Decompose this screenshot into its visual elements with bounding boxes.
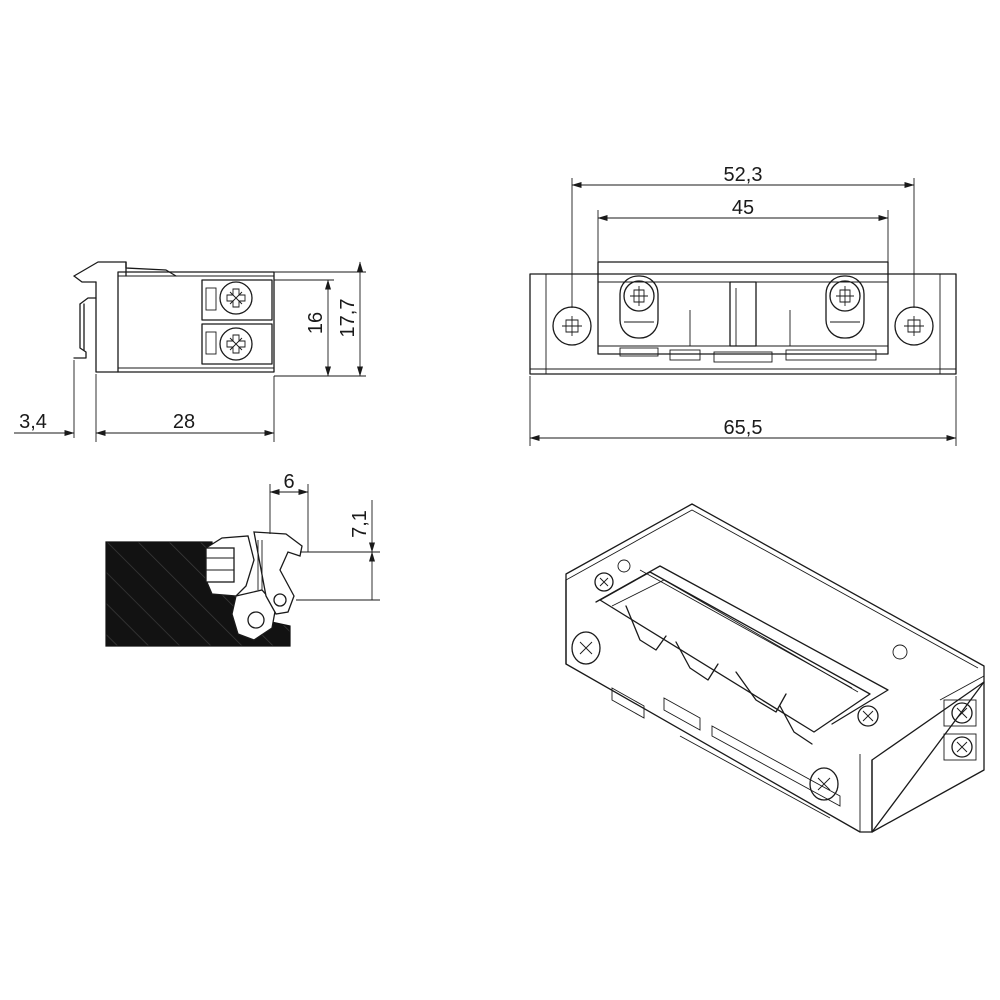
terminal-screw-icon (219, 281, 253, 315)
terminal-screw-icon (943, 733, 977, 761)
front-view (529, 178, 957, 446)
dim-side-inner-height: 16 (305, 312, 327, 334)
terminal-screw-icon (219, 327, 253, 361)
screw-icon (571, 631, 601, 665)
screw-icon (809, 767, 839, 801)
screw-icon (894, 306, 934, 346)
screw-icon (594, 572, 614, 592)
dim-section-height: 7,1 (349, 510, 371, 538)
dim-side-outer-height: 17,7 (337, 299, 359, 338)
screw-icon (552, 306, 592, 346)
dim-front-top-inner: 45 (732, 197, 754, 219)
screw-icon (619, 275, 659, 339)
dim-side-length: 28 (173, 411, 195, 433)
section-view (105, 484, 380, 647)
terminal-screw-icon (943, 699, 977, 727)
side-view (14, 261, 366, 442)
isometric-view (565, 503, 985, 833)
screw-icon (857, 705, 879, 727)
dim-front-total-width: 65,5 (724, 417, 763, 439)
dim-section-width: 6 (283, 471, 294, 493)
dim-side-offset: 3,4 (19, 411, 47, 433)
screw-icon (825, 275, 865, 339)
dim-front-top-outer: 52,3 (724, 164, 763, 186)
